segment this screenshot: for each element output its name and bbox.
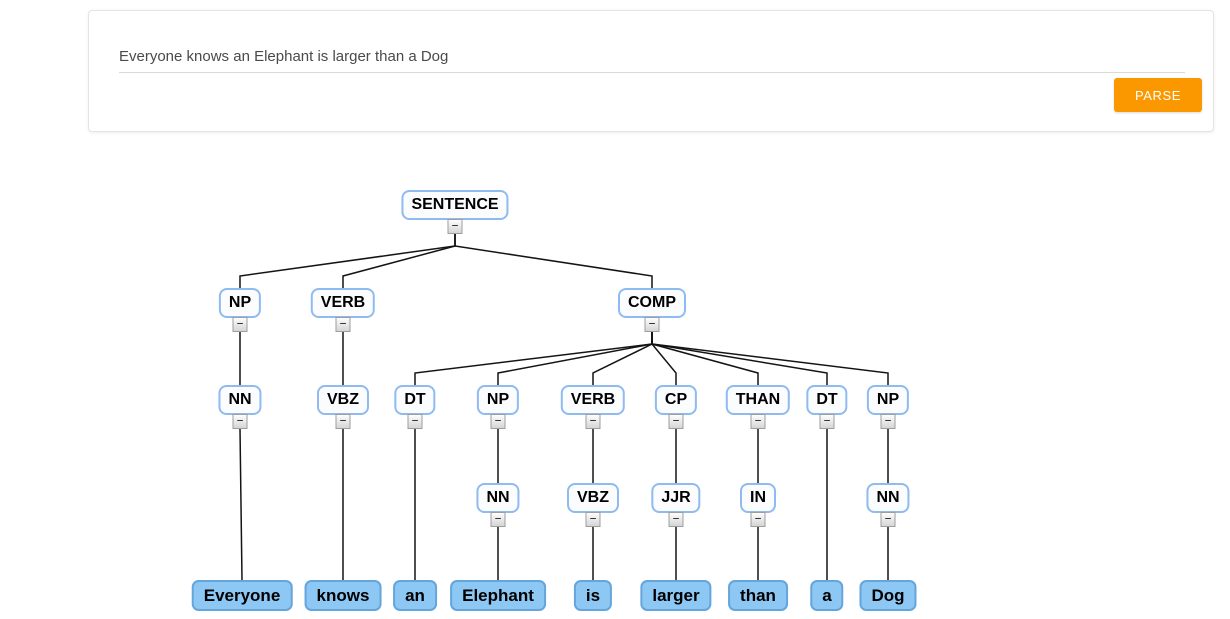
tree-word-everyone: Everyone xyxy=(191,580,293,611)
collapse-toggle-verb2[interactable]: − xyxy=(585,414,601,429)
tree-word-dog: Dog xyxy=(859,580,917,611)
tree-edge xyxy=(651,332,828,385)
collapse-toggle-np3[interactable]: − xyxy=(880,414,896,429)
collapse-toggle-vbz1[interactable]: − xyxy=(335,414,351,429)
parse-button[interactable]: PARSE xyxy=(1114,78,1202,112)
tree-node-np: NP xyxy=(866,385,910,415)
tree-node-than: THAN xyxy=(725,385,791,415)
collapse-toggle-than1[interactable]: − xyxy=(750,414,766,429)
tree-node-nn: NN xyxy=(866,483,910,513)
tree-node-verb: VERB xyxy=(560,385,626,415)
tree-edge xyxy=(239,234,456,288)
tree-word-knows: knows xyxy=(304,580,382,611)
tree-node-vbz: VBZ xyxy=(317,385,369,415)
tree-edge xyxy=(651,332,889,385)
collapse-toggle-verb1[interactable]: − xyxy=(335,317,351,332)
tree-edge xyxy=(239,428,243,581)
tree-node-dt: DT xyxy=(394,385,436,415)
tree-edge xyxy=(342,234,456,288)
sentence-input-card: PARSE xyxy=(88,10,1214,132)
collapse-toggle-comp[interactable]: − xyxy=(644,317,660,332)
tree-node-nn: NN xyxy=(476,483,520,513)
collapse-toggle-in1[interactable]: − xyxy=(750,512,766,527)
tree-edge xyxy=(651,332,677,385)
collapse-toggle-dt2[interactable]: − xyxy=(819,414,835,429)
tree-node-comp: COMP xyxy=(618,288,686,318)
tree-word-a: a xyxy=(810,580,844,611)
collapse-toggle-vbz2[interactable]: − xyxy=(585,512,601,527)
collapse-toggle-dt1[interactable]: − xyxy=(407,414,423,429)
tree-node-dt: DT xyxy=(806,385,848,415)
tree-word-is: is xyxy=(573,580,613,611)
collapse-toggle-jjr1[interactable]: − xyxy=(668,512,684,527)
tree-node-nn: NN xyxy=(218,385,262,415)
tree-node-sentence: SENTENCE xyxy=(401,190,509,220)
tree-node-cp: CP xyxy=(654,385,698,415)
tree-node-in: IN xyxy=(740,483,776,513)
tree-node-verb: VERB xyxy=(310,288,376,318)
collapse-toggle-np1[interactable]: − xyxy=(232,317,248,332)
tree-word-than: than xyxy=(728,580,788,611)
sentence-input[interactable] xyxy=(119,41,1185,73)
collapse-toggle-nn2[interactable]: − xyxy=(490,512,506,527)
tree-node-np: NP xyxy=(476,385,520,415)
tree-node-jjr: JJR xyxy=(651,483,701,513)
collapse-toggle-nn1[interactable]: − xyxy=(232,414,248,429)
tree-word-larger: larger xyxy=(640,580,712,611)
collapse-toggle-sentence[interactable]: − xyxy=(447,219,463,234)
tree-word-elephant: Elephant xyxy=(450,580,546,611)
tree-node-vbz: VBZ xyxy=(567,483,619,513)
collapse-toggle-np2[interactable]: − xyxy=(490,414,506,429)
collapse-toggle-nn3[interactable]: − xyxy=(880,512,896,527)
tree-edge xyxy=(497,332,653,385)
tree-edge xyxy=(592,332,653,385)
collapse-toggle-cp[interactable]: − xyxy=(668,414,684,429)
tree-node-np: NP xyxy=(218,288,262,318)
tree-edge xyxy=(414,332,653,385)
tree-edge xyxy=(454,234,653,288)
tree-word-an: an xyxy=(393,580,437,611)
